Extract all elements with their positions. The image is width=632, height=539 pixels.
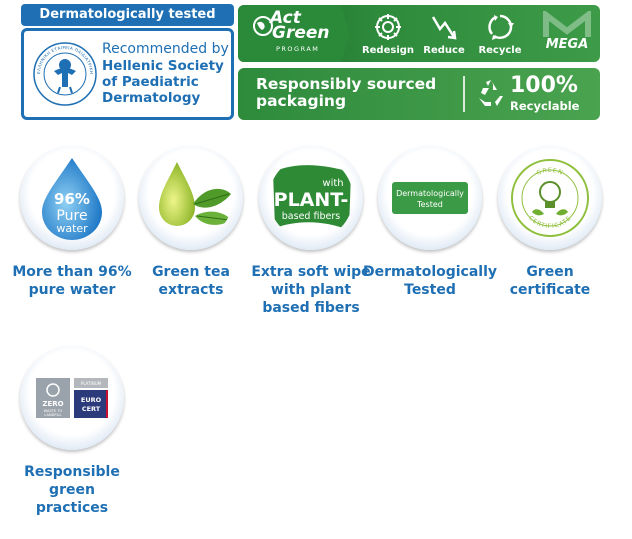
cert-label: CERT: [82, 405, 101, 413]
mega-logo-icon: [543, 11, 591, 37]
svg-text:GREEN: GREEN: [536, 167, 565, 177]
packaging-divider: [463, 76, 465, 112]
dermatologically-tested-header: Dermatologically tested: [21, 4, 234, 26]
packaging-banner: Responsibly sourced packaging 100% Recyc…: [238, 68, 600, 120]
recycle-icon: [479, 80, 503, 106]
plant-based: based fibers: [282, 211, 340, 222]
act-green-logo: Act Green PROGRAM: [238, 5, 350, 62]
feature-caption: More than 96% pure water: [12, 264, 132, 298]
plant-plant: PLANT-: [274, 189, 349, 211]
zero-sub-1: WASTE TO: [44, 409, 63, 413]
water-percent: 96%: [54, 190, 90, 208]
zero-label: ZERO: [42, 400, 63, 408]
euro-label: EURO: [81, 396, 102, 404]
feature-caption: Extra soft wipe with plant based fibers: [251, 264, 371, 316]
step-redesign: Redesign: [360, 9, 416, 59]
act-green-title-line1: Act: [270, 8, 301, 28]
packaging-text: Responsibly sourced packaging: [256, 75, 437, 110]
green-tea-leaves-icon: [159, 162, 231, 226]
recycle-icon: [488, 14, 514, 40]
plant-fibers-icon: with PLANT- based fibers: [273, 165, 351, 230]
cert-ring-top: GREEN: [536, 167, 564, 177]
act-green-banner: Act Green PROGRAM Redesign Reduce Recycl…: [238, 5, 600, 62]
redesign-gear-icon: [375, 14, 401, 40]
step-label: Redesign: [361, 45, 415, 56]
society-name: Hellenic Society of Paediatric Dermatolo…: [102, 58, 224, 106]
water-water: water: [56, 222, 88, 235]
society-seal-icon: ΕΛΛΗΝΙΚΗ ΕΤΑΙΡΕΙΑ ΠΑΙΔΙΑΤΡΙΚΗΣ ΔΕΡΜΑΤΟΛΟ…: [32, 41, 97, 106]
feature-circle: ZERO WASTE TO LANDFILL PLATINUM EURO CER…: [20, 346, 124, 450]
society-recommendation-box: ΕΛΛΗΝΙΚΗ ΕΤΑΙΡΕΙΑ ΠΑΙΔΙΑΤΡΙΚΗΣ ΔΕΡΜΑΤΟΛΟ…: [21, 28, 234, 120]
recyclable-percent: 100%: [510, 73, 578, 98]
water-drop-icon: 96% Pure water: [42, 158, 102, 240]
green-certificate-icon: GREEN CERTIFICATE: [511, 159, 589, 237]
feature-circle: with PLANT- based fibers: [259, 146, 363, 250]
feature-circle: GREEN CERTIFICATE: [498, 146, 602, 250]
step-recycle: Recycle: [472, 9, 528, 59]
feature-caption: Dermatologically Tested: [362, 264, 498, 298]
feature-circle: [139, 146, 243, 250]
feature-circle: 96% Pure water: [20, 146, 124, 250]
dermatologically-tested-icon: Dermatologically Tested: [392, 182, 468, 214]
mega-brand-label: MEGA: [545, 37, 589, 52]
derm-label-2: Tested: [416, 200, 443, 209]
act-green-program: PROGRAM: [276, 45, 320, 53]
feature-circle: Dermatologically Tested: [378, 146, 482, 250]
plant-with: with: [322, 178, 343, 189]
step-reduce: Reduce: [416, 9, 472, 59]
reduce-arrow-icon: [431, 16, 457, 40]
step-label: Recycle: [478, 45, 522, 56]
recommended-by-label: Recommended by: [102, 41, 229, 57]
zero-sub-2: LANDFILL: [44, 413, 61, 417]
feature-caption: Responsible green practices: [24, 464, 120, 516]
derm-label-1: Dermatologically: [396, 189, 464, 198]
feature-caption: Green certificate: [509, 264, 591, 298]
globe-icon: [253, 16, 273, 36]
zero-waste-eurocert-icon: ZERO WASTE TO LANDFILL PLATINUM EURO CER…: [36, 378, 108, 418]
step-label: Reduce: [423, 45, 465, 56]
water-pure: Pure: [56, 208, 87, 224]
feature-caption: Green tea extracts: [152, 264, 230, 298]
platinum-label: PLATINUM: [81, 381, 102, 386]
recyclable-label: Recyclable: [510, 99, 580, 113]
act-green-title-line2: Green: [272, 23, 330, 43]
